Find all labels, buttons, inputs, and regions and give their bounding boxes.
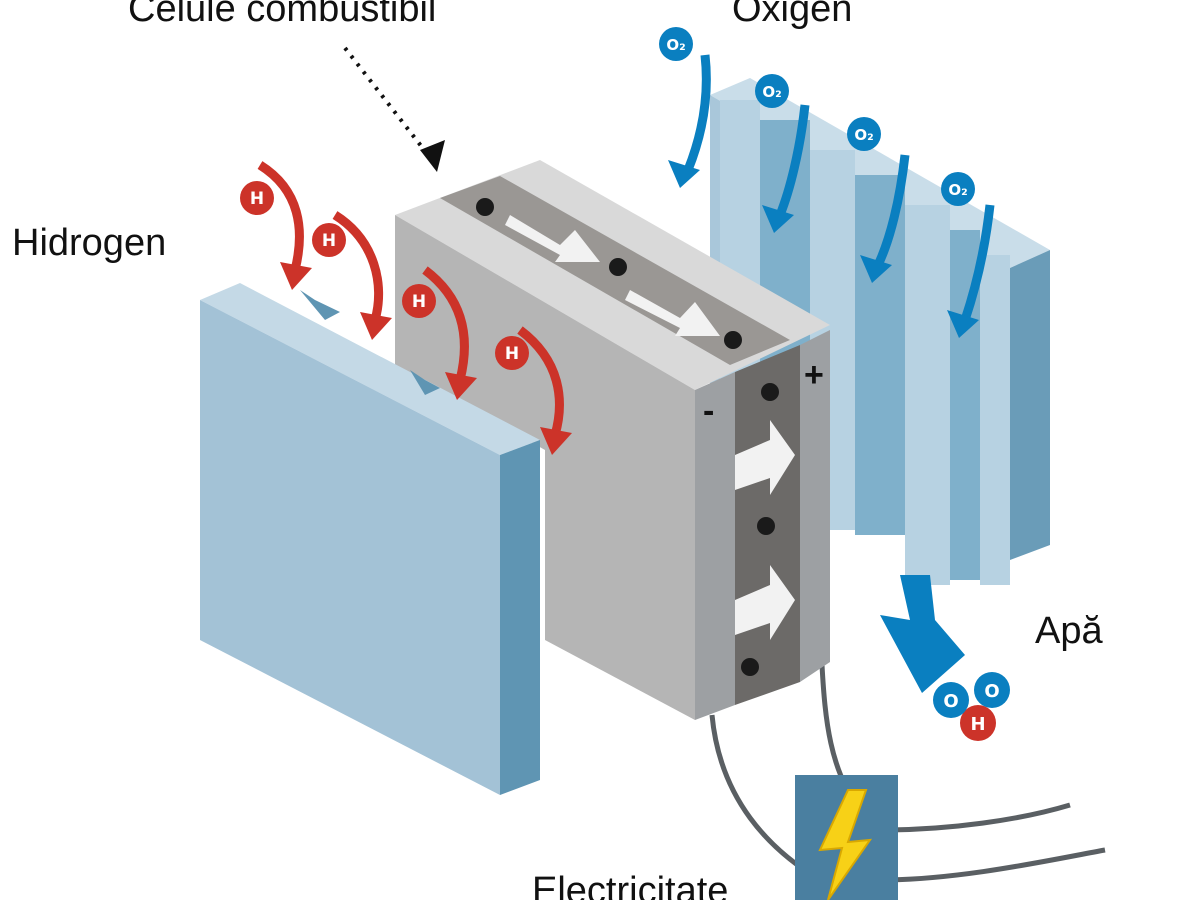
water-oxygen-atom: O (984, 681, 999, 702)
water-arrow-icon (880, 575, 965, 693)
pointer-arrowhead-icon (420, 140, 445, 172)
pointer-arrow (343, 46, 434, 162)
hydrogen-molecule: H (412, 292, 426, 312)
hydrogen-molecule: H (505, 344, 519, 364)
water-label: Apă (1035, 610, 1103, 652)
electricity-label: Electricitate (532, 870, 729, 900)
lightning-bolt-icon (818, 789, 873, 900)
oxygen-label: Oxigen (732, 0, 853, 30)
hydrogen-plate (200, 283, 540, 795)
hydrogen-molecule: H (250, 189, 264, 209)
negative-terminal-sign: - (703, 392, 715, 430)
positive-terminal-sign: + (804, 356, 824, 394)
water-oxygen-atom: O (943, 691, 958, 712)
hydrogen-molecule: H (322, 231, 336, 251)
oxygen-flow: O₂ O₂ O₂ O₂ (659, 27, 995, 338)
water-output: O O H (880, 575, 1010, 741)
wires (709, 664, 1106, 883)
oxygen-molecule: O₂ (762, 83, 781, 101)
oxygen-molecule: O₂ (948, 181, 967, 199)
electricity-box (795, 775, 898, 900)
oxygen-molecule: O₂ (854, 126, 873, 144)
oxygen-molecule: O₂ (666, 36, 685, 54)
hydrogen-flow: H H H H (240, 161, 572, 455)
hydrogen-label: Hidrogen (12, 222, 167, 264)
water-hydrogen-atom: H (970, 714, 985, 735)
fuel-cell-label: Celule combustibil (128, 0, 437, 30)
fuel-cell (395, 160, 830, 720)
